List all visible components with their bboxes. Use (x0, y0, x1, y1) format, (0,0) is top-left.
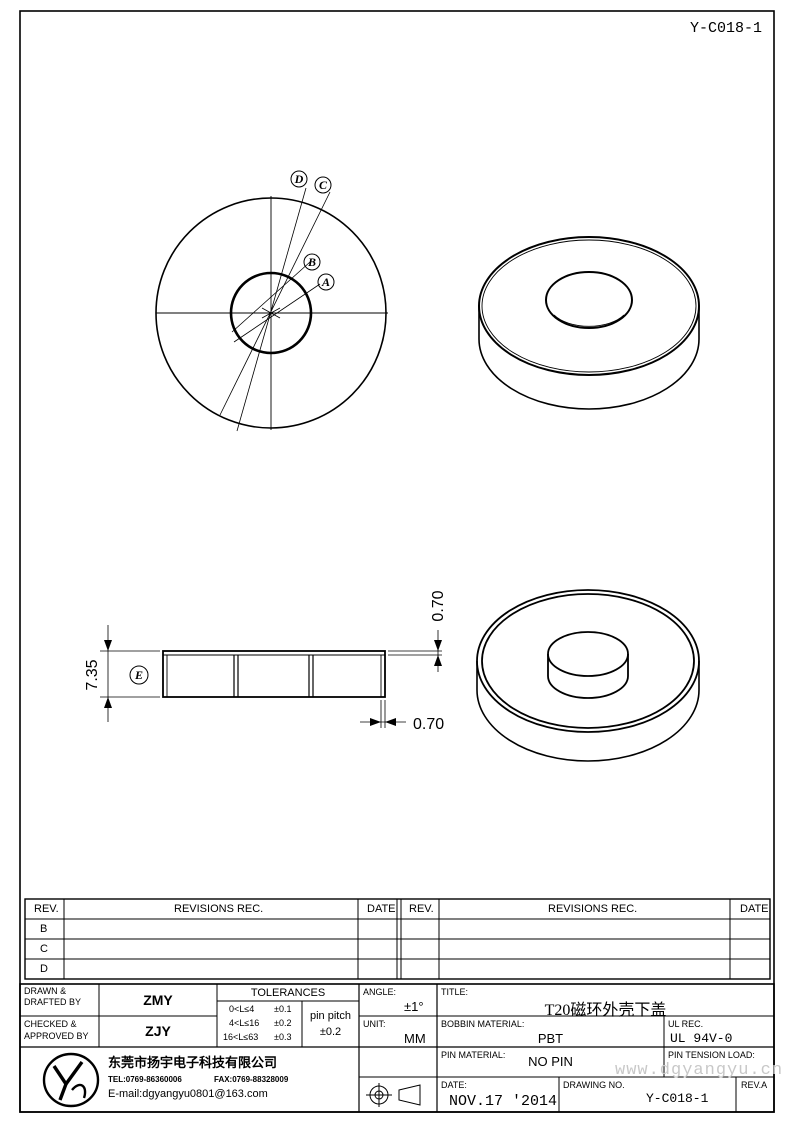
company-email: E-mail:dgyangyu0801@163.com (108, 1088, 268, 1100)
tolerance-range-2: 4<L≤16 (229, 1018, 260, 1028)
label-circle-a (317, 273, 335, 291)
label-c: C (319, 178, 328, 192)
dimension-arrows (104, 640, 442, 726)
side-view (100, 625, 442, 728)
ul-rec-label: UL REC. (668, 1019, 704, 1029)
ring-hole (545, 271, 633, 329)
top-view (155, 170, 388, 432)
company-fax: FAX:0769-88328009 (214, 1075, 289, 1084)
tolerances-header: TOLERANCES (250, 987, 326, 999)
ul-rec-value: UL 94V-0 (670, 1031, 733, 1046)
records-header-right: REVISIONS REC. (548, 903, 638, 915)
isometric-view-bottom (476, 589, 700, 762)
cup-rim-inner (481, 593, 695, 729)
tolerance-value-3: ±0.3 (274, 1032, 292, 1042)
side-outline (162, 650, 386, 698)
records-header-left: REVISIONS REC. (174, 903, 264, 915)
document-number: Y-C018-1 (689, 20, 762, 37)
checked-value: ZJY (145, 1023, 171, 1039)
drawing-title: T20磁环外壳下盖 (544, 1002, 667, 1019)
title-label: TITLE: (441, 987, 469, 997)
pin-material-label: PIN MATERIAL: (441, 1050, 506, 1060)
date-label: DATE: (441, 1080, 467, 1090)
pin-tension-label: PIN TENSION LOAD: (668, 1050, 755, 1060)
projection-symbol (366, 1083, 421, 1107)
leader-c (219, 191, 331, 416)
pin-pitch-label: pin pitch (310, 1010, 351, 1022)
revision-row-b: B (40, 923, 48, 935)
label-a: A (321, 275, 330, 289)
unit-value: MM (404, 1031, 426, 1046)
tolerance-range-1: 0<L≤4 (229, 1004, 255, 1014)
side-wall-dimension: 0.70 (413, 716, 444, 733)
rev-header-left: REV. (34, 903, 59, 915)
pin-material-value: NO PIN (528, 1054, 573, 1069)
watermark: www.dgyangyu.cn (615, 1061, 784, 1080)
label-circle-e (129, 665, 149, 685)
revisions-table (24, 898, 771, 980)
rev-a-label: REV.A (741, 1080, 768, 1090)
isometric-view-top (478, 236, 700, 410)
ring-top-outer (478, 236, 700, 376)
tolerance-value-1: ±0.1 (274, 1004, 292, 1014)
checked-label: CHECKED & APPROVED BY (24, 1019, 89, 1041)
revision-row-d: D (40, 963, 48, 975)
pin-pitch-value: ±0.2 (319, 1026, 342, 1038)
angle-label: ANGLE: (363, 987, 397, 997)
date-header-left: DATE (367, 903, 396, 915)
label-circle-d (290, 170, 308, 188)
leader-d (236, 187, 307, 432)
company-logo (42, 1052, 100, 1108)
label-circle-b (303, 253, 321, 271)
leader-b (231, 261, 311, 333)
cup-rim-outer (476, 589, 700, 733)
revision-row-c: C (40, 943, 48, 955)
bobbin-material-value: PBT (537, 1031, 564, 1046)
unit-label: UNIT: (363, 1019, 386, 1029)
bobbin-material-label: BOBBIN MATERIAL: (441, 1019, 525, 1029)
tolerance-range-3: 16<L≤63 (223, 1032, 259, 1042)
leader-a (233, 283, 321, 343)
company-name: 东莞市扬宇电子科技有限公司 (108, 1055, 278, 1070)
angle-value: ±1° (404, 999, 424, 1014)
label-b: B (307, 255, 316, 269)
date-header-right: DATE (740, 903, 769, 915)
drawn-value: ZMY (143, 992, 173, 1008)
height-dimension: 7.35 (84, 659, 101, 690)
drawing-no-value: Y-C018-1 (646, 1091, 709, 1106)
drawn-label: DRAWN & DRAFTED BY (24, 986, 82, 1007)
title-block-grid (19, 983, 775, 1113)
rev-header-right: REV. (409, 903, 434, 915)
date-value: NOV.17 '2014 (449, 1093, 558, 1110)
tolerance-value-2: ±0.2 (274, 1018, 292, 1028)
label-circle-c (314, 176, 332, 194)
drawing-no-label: DRAWING NO. (563, 1080, 625, 1090)
cup-boss-top (547, 631, 629, 677)
top-wall-dimension: 0.70 (430, 590, 447, 621)
company-tel: TEL:0769-86360006 (108, 1075, 182, 1084)
label-e: E (134, 668, 143, 682)
label-d: D (294, 172, 304, 186)
